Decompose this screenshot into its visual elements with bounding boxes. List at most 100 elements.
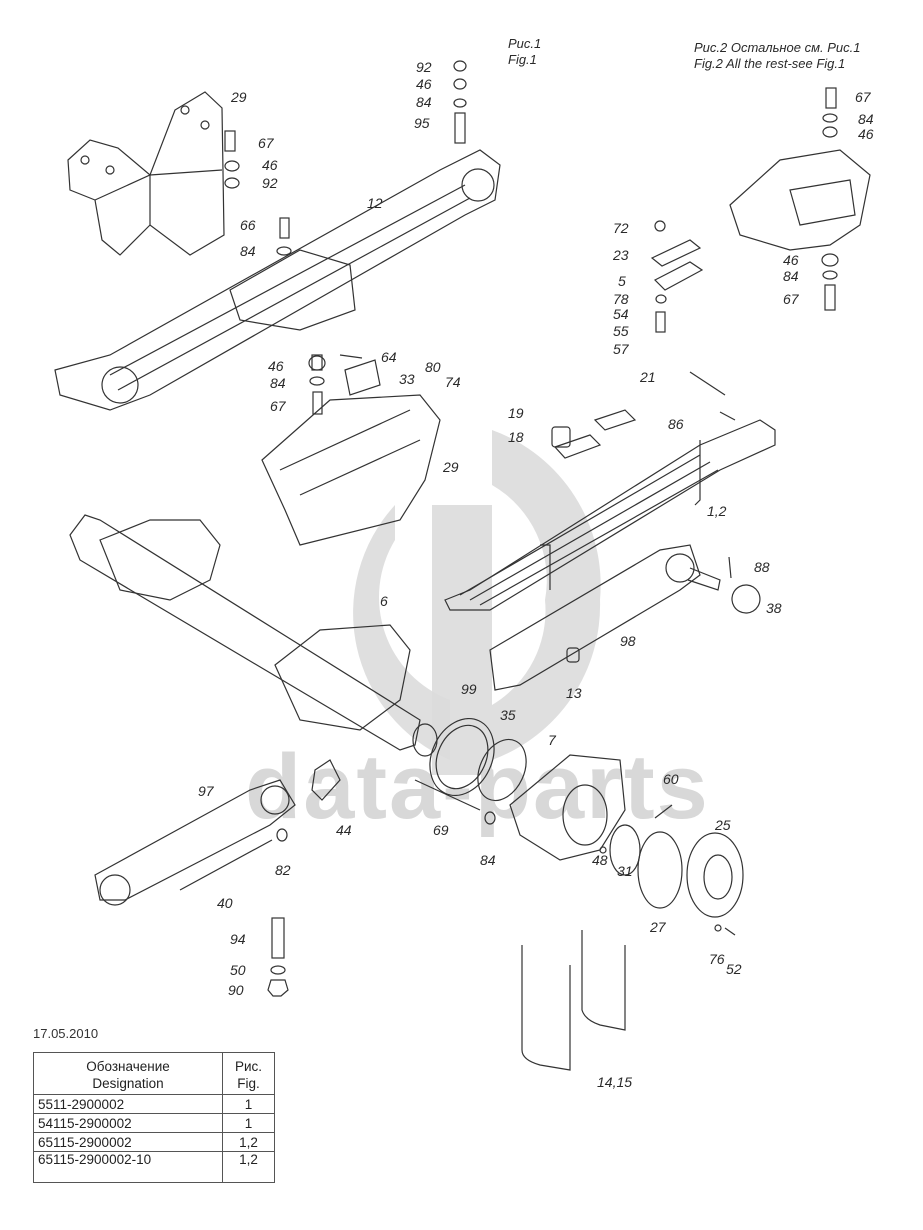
callout-94: 94 xyxy=(230,931,246,947)
part-housing-7 xyxy=(509,754,673,861)
callout-18: 18 xyxy=(508,429,524,445)
callout-92-top: 92 xyxy=(416,59,432,75)
designation-table-header: Обозначение Designation Рис. Fig. xyxy=(33,1052,275,1095)
part-rod-97 xyxy=(94,759,496,906)
callout-95: 95 xyxy=(414,115,430,131)
callout-84-top: 84 xyxy=(416,94,432,110)
callout-84-fig2-bottom: 84 xyxy=(783,268,799,284)
table-row: 65115-2900002-10 1,2 xyxy=(33,1151,275,1183)
part-fasteners-stack-top xyxy=(224,60,467,256)
callout-84-fig2-top: 84 xyxy=(858,111,874,127)
callout-64: 64 xyxy=(381,349,397,365)
designation-code: 5511-2900002 xyxy=(33,1094,223,1114)
part-seals xyxy=(429,717,527,802)
callout-46-fig2-top: 46 xyxy=(858,126,874,142)
callout-76: 76 xyxy=(709,951,725,967)
callout-40: 40 xyxy=(217,895,233,911)
callout-84-lower: 84 xyxy=(480,852,496,868)
callout-78: 78 xyxy=(613,291,629,307)
callout-46-top: 46 xyxy=(416,76,432,92)
callout-35: 35 xyxy=(500,707,516,723)
callout-12: 12 xyxy=(367,195,383,211)
table-row: 54115-2900002 1 xyxy=(33,1113,275,1133)
callout-92-left: 92 xyxy=(262,175,278,191)
callout-82: 82 xyxy=(275,862,291,878)
callout-46-mid: 46 xyxy=(268,358,284,374)
callout-27: 27 xyxy=(650,919,666,935)
callout-52: 52 xyxy=(726,961,742,977)
designation-fig: 1 xyxy=(222,1113,275,1133)
designation-fig: 1 xyxy=(222,1094,275,1114)
callout-33: 33 xyxy=(399,371,415,387)
callout-48: 48 xyxy=(592,852,608,868)
fig1-caption-ru: Рис.1 xyxy=(508,36,542,51)
designation-fig: 1,2 xyxy=(222,1151,275,1183)
part-plates-5-23 xyxy=(650,220,704,333)
callout-55: 55 xyxy=(613,323,629,339)
callout-90: 90 xyxy=(228,982,244,998)
callout-57: 57 xyxy=(613,341,629,357)
designation-table: Обозначение Designation Рис. Fig. 5511-2… xyxy=(33,1052,275,1183)
callout-72: 72 xyxy=(613,220,629,236)
designation-fig: 1,2 xyxy=(222,1132,275,1152)
fig2-caption-en: Fig.2 All the rest-see Fig.1 xyxy=(694,56,846,71)
part-leaf-spring xyxy=(444,371,776,611)
callout-38: 38 xyxy=(766,600,782,616)
callout-44: 44 xyxy=(336,822,352,838)
callout-46-left: 46 xyxy=(262,157,278,173)
part-u-bolts xyxy=(521,930,626,1071)
header-designation-en: Designation xyxy=(92,1076,164,1091)
fig2-caption-ru: Рис.2 Остальное см. Рис.1 xyxy=(694,40,861,55)
callout-23: 23 xyxy=(613,247,629,263)
part-bracket-29-top xyxy=(67,91,225,256)
part-stud-nut xyxy=(267,917,289,997)
callout-99: 99 xyxy=(461,681,477,697)
watermark-logo-left-arc xyxy=(353,505,450,760)
callout-66: 66 xyxy=(240,217,256,233)
callout-80: 80 xyxy=(425,359,441,375)
callout-21: 21 xyxy=(640,369,656,385)
table-row: 65115-2900002 1,2 xyxy=(33,1132,275,1152)
table-row: 5511-2900002 1 xyxy=(33,1094,275,1114)
callout-54: 54 xyxy=(613,306,629,322)
designation-code: 54115-2900002 xyxy=(33,1113,223,1133)
callout-69: 69 xyxy=(433,822,449,838)
callout-7: 7 xyxy=(548,732,556,748)
part-axle-beam-12 xyxy=(54,149,501,411)
callout-29-top: 29 xyxy=(231,89,247,105)
revision-date: 17.05.2010 xyxy=(33,1026,99,1041)
callout-29-mid: 29 xyxy=(443,459,459,475)
callout-46-fig2-bottom: 46 xyxy=(783,252,799,268)
designation-code: 65115-2900002-10 xyxy=(33,1151,223,1183)
part-brake-parts xyxy=(599,824,744,936)
callout-67-fig2-bottom: 67 xyxy=(783,291,799,307)
callout-84-left: 84 xyxy=(240,243,256,259)
callout-14-15: 14,15 xyxy=(597,1074,633,1090)
callout-19: 19 xyxy=(508,405,524,421)
callout-13: 13 xyxy=(566,685,582,701)
fig1-caption-en: Fig.1 xyxy=(508,52,537,67)
part-rod-98 xyxy=(489,544,761,691)
callout-67-left: 67 xyxy=(258,135,274,151)
callout-88: 88 xyxy=(754,559,770,575)
callout-25: 25 xyxy=(715,817,731,833)
designation-code: 65115-2900002 xyxy=(33,1132,223,1152)
header-fig-en: Fig. xyxy=(237,1076,260,1091)
callout-67-fig2-top: 67 xyxy=(855,89,871,105)
header-designation: Обозначение Designation xyxy=(33,1052,223,1095)
callout-1-2: 1,2 xyxy=(707,503,727,519)
callout-84-mid: 84 xyxy=(270,375,286,391)
watermark-logo-right-arc xyxy=(492,430,601,760)
callout-67-mid: 67 xyxy=(270,398,286,414)
watermark-logo-stem xyxy=(432,505,492,775)
part-axle-housing-6 xyxy=(69,514,438,757)
callout-86: 86 xyxy=(668,416,684,432)
part-fig2-assembly xyxy=(729,87,871,311)
callout-6: 6 xyxy=(380,593,388,609)
fig1-caption: Рис.1 Fig.1 xyxy=(508,36,541,68)
header-designation-ru: Обозначение xyxy=(86,1059,170,1074)
callout-31: 31 xyxy=(617,863,633,879)
